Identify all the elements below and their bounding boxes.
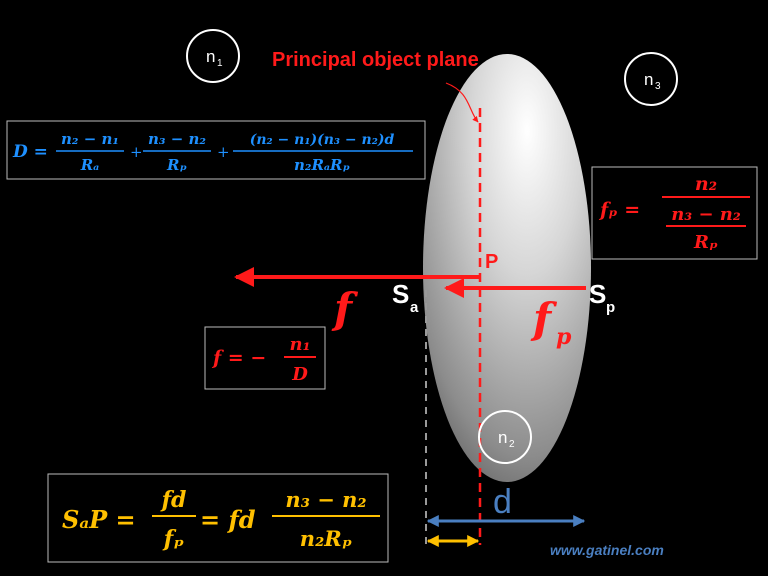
svg-text:n₃ − n₂: n₃ − n₂ — [671, 204, 741, 225]
svg-text:n₂ − n₁: n₂ − n₁ — [61, 130, 119, 148]
svg-text:Rₐ: Rₐ — [80, 156, 100, 174]
svg-text:n: n — [206, 47, 215, 66]
point-p-label: P — [485, 251, 498, 273]
n1-badge: n 1 — [186, 29, 240, 83]
formula-sap: SₐP = fd fₚ = fd n₃ − n₂ n₂Rₚ — [47, 473, 389, 563]
svg-text:(n₂ − n₁)(n₃ − n₂)d: (n₂ − n₁)(n₃ − n₂)d — [250, 132, 395, 148]
website-url: www.gatinel.com — [550, 542, 664, 558]
svg-text:fₚ =: fₚ = — [598, 199, 640, 221]
svg-text:2: 2 — [509, 439, 515, 450]
n3-badge: n 3 — [624, 52, 678, 106]
svg-text:n: n — [644, 70, 653, 89]
svg-text:n: n — [498, 428, 507, 447]
svg-text:Rₚ: Rₚ — [693, 232, 718, 253]
formula-f: f = − n₁ D — [204, 326, 326, 390]
plane-title: Principal object plane — [272, 49, 479, 71]
plane-pointer — [445, 82, 479, 123]
svg-text:Rₚ: Rₚ — [166, 156, 187, 174]
d-label: d — [493, 483, 512, 521]
f-label: f — [331, 284, 359, 333]
svg-text:S: S — [589, 279, 606, 309]
sp-label: S p — [589, 279, 615, 316]
n2-badge: n 2 — [478, 410, 532, 464]
svg-text:n₃ − n₂: n₃ − n₂ — [285, 487, 366, 512]
svg-text:p: p — [556, 324, 572, 350]
svg-text:f = −: f = − — [211, 347, 266, 369]
lens-shape — [423, 54, 591, 482]
svg-text:D =: D = — [12, 142, 48, 162]
formula-fp: fₚ = n₂ n₃ − n₂ Rₚ — [591, 166, 758, 260]
svg-text:+: + — [217, 143, 230, 161]
svg-text:+: + — [130, 143, 143, 161]
svg-text:S: S — [392, 279, 409, 309]
svg-text:= fd: = fd — [200, 505, 256, 534]
svg-text:SₐP =: SₐP = — [62, 505, 136, 534]
svg-text:p: p — [606, 299, 615, 316]
svg-text:fₚ: fₚ — [162, 526, 184, 552]
svg-text:fd: fd — [160, 487, 187, 513]
svg-text:n₁: n₁ — [290, 334, 311, 355]
svg-text:1: 1 — [217, 58, 223, 69]
svg-text:n₂RₐRₚ: n₂RₐRₚ — [294, 156, 350, 174]
svg-text:a: a — [410, 299, 419, 316]
sa-label: S a — [392, 279, 419, 316]
svg-text:3: 3 — [655, 81, 661, 92]
svg-text:D: D — [291, 364, 308, 385]
svg-text:n₂: n₂ — [695, 173, 717, 195]
formula-d: D = n₂ − n₁ Rₐ + n₃ − n₂ Rₚ + (n₂ − n₁)(… — [6, 120, 426, 180]
svg-text:n₃ − n₂: n₃ − n₂ — [148, 130, 206, 148]
svg-text:n₂Rₚ: n₂Rₚ — [300, 526, 352, 551]
